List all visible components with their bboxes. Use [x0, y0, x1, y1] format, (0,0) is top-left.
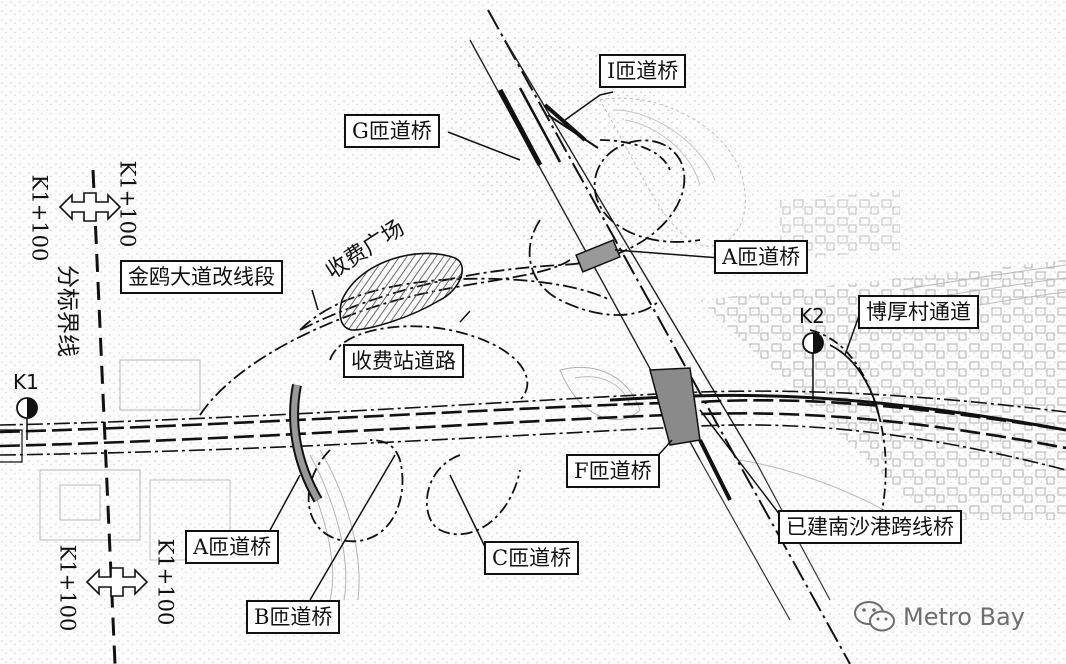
- boundary-arrow-top: [58, 192, 122, 222]
- chainage-bottom-left: K1+100: [55, 544, 80, 632]
- chainage-top-right: K1+100: [115, 160, 140, 248]
- benchmark-k1: [16, 397, 38, 440]
- jinou-avenue: [0, 390, 1066, 471]
- label-jinou-road: 金鸥大道改线段: [120, 260, 283, 294]
- label-k1: K1: [13, 370, 39, 394]
- label-ramp-i: I匝道桥: [599, 54, 687, 88]
- section-boundary: [58, 169, 149, 664]
- wechat-icon: [854, 601, 895, 632]
- benchmark-k2: [802, 332, 824, 400]
- label-ramp-g: G匝道桥: [344, 114, 440, 148]
- chainage-bottom-right: K1+100: [153, 538, 178, 626]
- label-ramp-a-east: A匝道桥: [714, 240, 809, 274]
- chainage-top-left: K1+100: [27, 174, 52, 262]
- label-k2: K2: [799, 304, 825, 328]
- boundary-arrow-bottom: [85, 567, 149, 597]
- watermark-text: Metro Bay: [903, 603, 1025, 631]
- label-ramp-c: C匝道桥: [484, 541, 580, 575]
- label-bohou-passage: 博厚村通道: [858, 295, 979, 329]
- label-ramp-b: B匝道桥: [246, 600, 341, 634]
- label-ramp-f: F匝道桥: [566, 454, 660, 488]
- label-nansha-bridge: 已建南沙港跨线桥: [778, 510, 962, 544]
- watermark: Metro Bay: [853, 600, 1025, 634]
- label-toll-road: 收费站道路: [343, 344, 464, 378]
- label-ramp-a-west: A匝道桥: [185, 530, 280, 564]
- label-boundary: 分标界线: [54, 265, 80, 357]
- bridges: [0, 239, 701, 503]
